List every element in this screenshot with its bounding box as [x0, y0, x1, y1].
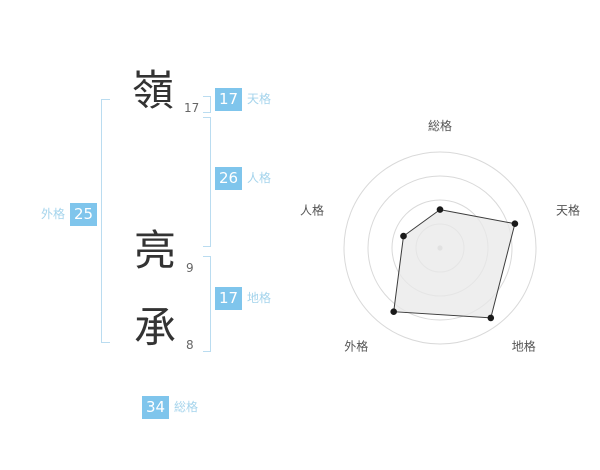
radar-polygon [393, 209, 516, 319]
chikaku-value-box: 17 [215, 287, 242, 310]
gaikaku-value-box: 25 [70, 203, 97, 226]
radar-axis-label: 外格 [344, 339, 368, 354]
radar-data-point [487, 314, 495, 322]
jinkaku-bracket [203, 117, 211, 247]
chikaku-bracket [203, 256, 211, 352]
name-character-1: 嶺 [132, 66, 175, 115]
tenkaku-label: 天格 [247, 92, 272, 106]
radar-data-point [390, 308, 397, 315]
jinkaku-value-box: 26 [215, 167, 242, 190]
tenkaku-value-box: 17 [215, 88, 242, 111]
radar-axis-label: 地格 [512, 339, 536, 354]
name-character-3: 承 [134, 303, 177, 352]
chikaku-label: 地格 [247, 291, 272, 305]
stroke-count-1: 17 [184, 101, 200, 115]
radar-ring [367, 175, 513, 321]
radar-ring [343, 151, 537, 345]
tenkaku-bracket [203, 96, 211, 113]
radar-data-point [436, 206, 444, 213]
radar-data-point [511, 220, 519, 227]
gaikaku-label: 外格 [41, 207, 66, 221]
soukaku-value-box: 34 [142, 396, 169, 419]
gaikaku-bracket [101, 99, 110, 343]
radar-axis-label: 人格 [300, 202, 324, 217]
jinkaku-label: 人格 [247, 171, 272, 185]
stroke-count-2: 9 [186, 261, 194, 275]
soukaku-label: 総格 [174, 400, 199, 414]
radar-axis-label: 総格 [428, 118, 452, 133]
name-character-2: 亮 [134, 226, 177, 275]
stroke-count-3: 8 [186, 338, 194, 352]
radar-data-point [400, 232, 407, 240]
radar-axis-label: 天格 [556, 202, 580, 217]
